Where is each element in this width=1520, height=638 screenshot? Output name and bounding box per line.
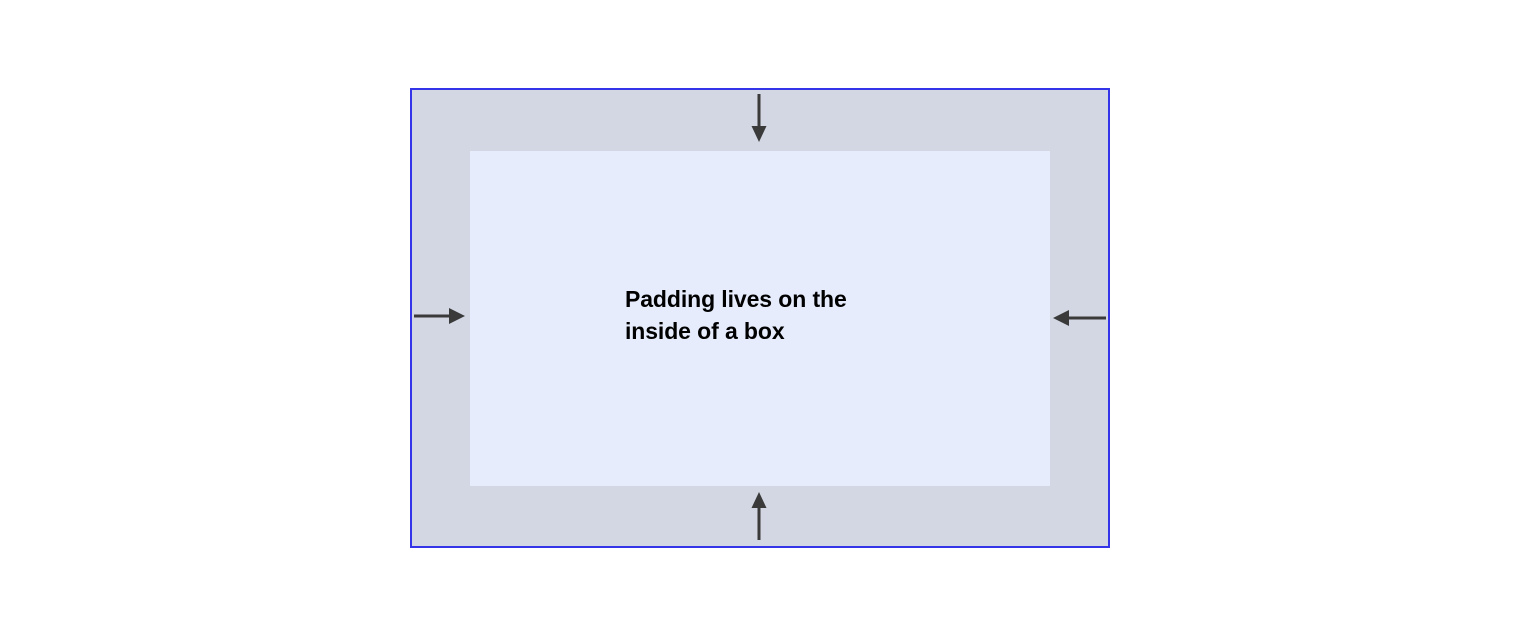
content-region-box (470, 151, 1050, 486)
padding-description-label: Padding lives on the inside of a box (625, 286, 847, 344)
